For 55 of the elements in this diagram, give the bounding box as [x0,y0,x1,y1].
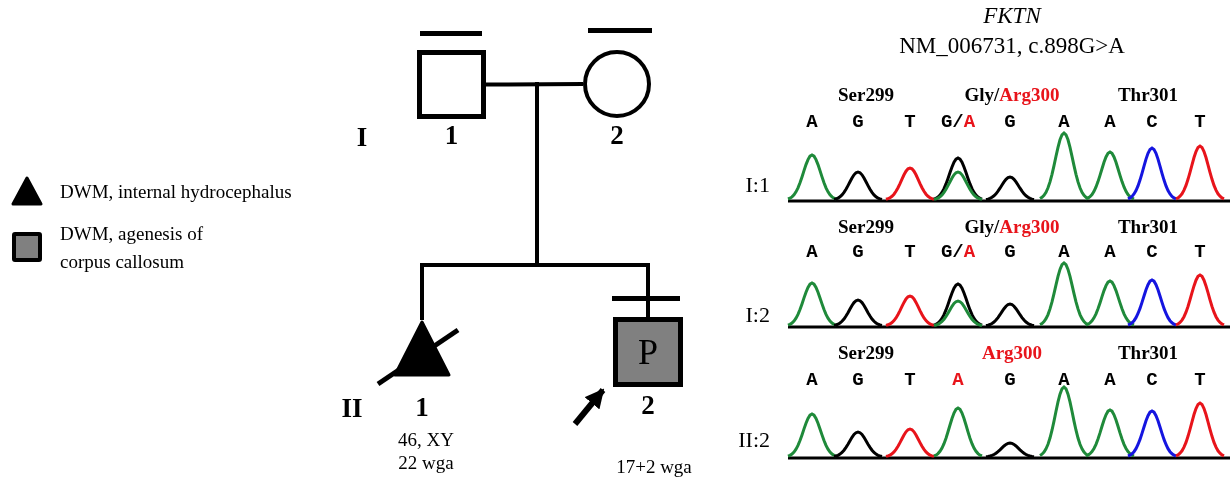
base-call: T [1194,369,1206,391]
legend-text: DWM, internal hydrocephalus [60,180,293,204]
amino-acid-label: Thr301 [1117,342,1179,364]
sample-label: II:2 [738,427,770,453]
base-call: G [852,369,864,391]
base-call: A [1104,241,1116,263]
individual-number: 1 [444,120,459,150]
individual-note: 17+2 wga [615,455,693,478]
sample-label: I:2 [745,302,770,328]
amino-acid-label: Thr301 [1117,84,1179,106]
base-call: G [1004,369,1016,391]
individual-number: 1 [415,392,429,422]
individual-number: 2 [610,120,624,150]
proband-letter: P [638,332,658,372]
amino-acid-label: Ser299 [838,342,894,364]
base-call: C [1146,241,1158,263]
base-call: A [1104,369,1116,391]
amino-acid-label: Thr301 [1117,216,1179,238]
base-call: A [952,369,964,391]
generation-label: I [356,122,368,152]
base-call: A [1104,111,1116,133]
generation-label: II [341,393,363,423]
base-call: G/A [940,241,976,263]
amino-acid-label: Arg300 [981,342,1043,364]
base-call: A [806,369,818,391]
amino-acid-label: Gly/Arg300 [964,84,1060,106]
base-call: G [852,241,864,263]
pedigree-line [486,82,583,87]
individual-note: 46, XY 22 wga [397,428,455,474]
base-call: T [904,111,916,133]
base-call: G/A [940,111,976,133]
base-call: C [1146,111,1158,133]
amino-acid-label: Ser299 [838,216,894,238]
amino-acid-label: Gly/Arg300 [964,216,1060,238]
gene-name: FKTN [983,2,1041,30]
base-call: G [1004,111,1016,133]
base-call: G [1004,241,1016,263]
individual-number: 2 [641,390,655,420]
base-call: A [1058,111,1070,133]
amino-acid-label: Ser299 [838,84,894,106]
base-call: T [904,369,916,391]
legend-text: DWM, agenesis of corpus callosum [60,222,204,274]
base-call: T [1194,111,1206,133]
base-call: G [852,111,864,133]
pedigree-line [535,82,650,317]
base-call: A [806,241,818,263]
variant-label: NM_006731, c.898G>A [899,32,1125,60]
base-call: C [1146,369,1158,391]
proband-arrow [572,388,606,426]
sample-label: I:1 [745,172,770,198]
base-call: A [806,111,818,133]
base-call: A [1058,241,1070,263]
base-call: T [904,241,916,263]
base-call: A [1058,369,1070,391]
base-call: T [1194,241,1206,263]
